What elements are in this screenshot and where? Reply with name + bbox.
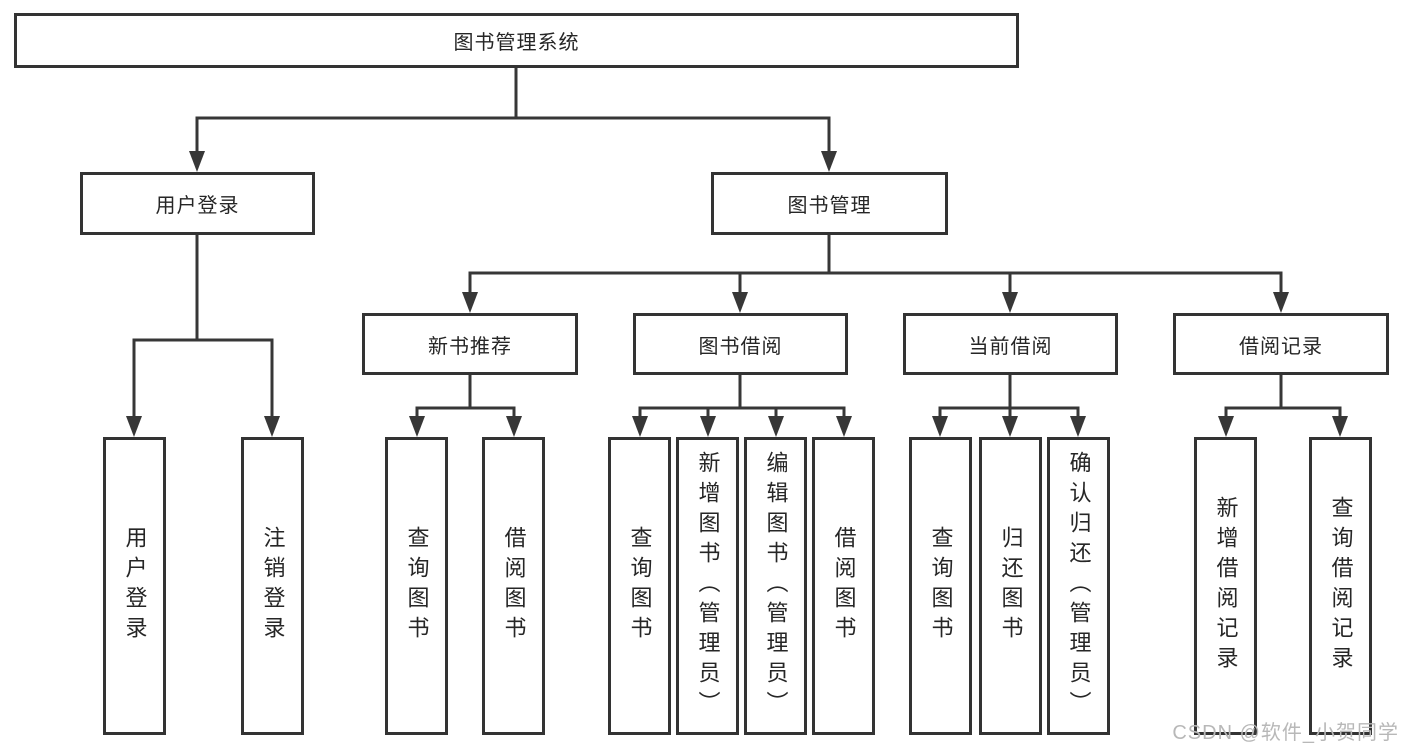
node-nbr-borrow-books: 借阅图书 [482,437,545,735]
node-bb-query-books: 查询图书 [608,437,671,735]
node-book-management-label: 图书管理 [787,195,872,217]
edge-current-borrowing-to-leaves [932,373,1086,437]
arrow-down-icon [1273,292,1289,313]
node-user-login-leaf: 用户登录 [103,437,166,735]
node-nbr-borrow-books-label: 借阅图书 [501,526,527,646]
arrow-down-icon [189,151,205,172]
edge-user-login-to-leaves [126,233,280,437]
arrow-down-icon [126,416,142,437]
arrow-down-icon [632,416,648,437]
node-root: 图书管理系统 [14,13,1019,68]
node-new-book-recommend-label: 新书推荐 [428,335,512,358]
node-nbr-query-books-label: 查询图书 [404,526,430,646]
node-book-management: 图书管理 [711,172,948,235]
node-logout: 注销登录 [241,437,304,735]
arrow-down-icon [1218,416,1234,437]
node-br-add-record: 新增借阅记录 [1194,437,1257,735]
arrow-down-icon [700,416,716,437]
node-br-query-record-label: 查询借阅记录 [1328,496,1354,676]
node-nbr-query-books: 查询图书 [385,437,448,735]
node-cb-query-books: 查询图书 [909,437,972,735]
node-bb-borrow-books-label: 借阅图书 [831,526,857,646]
watermark: CSDN @软件_小贺同学 [1172,722,1399,744]
node-current-borrowing: 当前借阅 [903,313,1118,375]
edge-book-management-to-level3 [462,233,1289,313]
node-bb-edit-books-admin: 编辑图书（管理员） [744,437,807,735]
node-bb-borrow-books: 借阅图书 [812,437,875,735]
node-user-login: 用户登录 [80,172,315,235]
node-bb-add-books-admin: 新增图书（管理员） [676,437,739,735]
node-user-login-leaf-label: 用户登录 [122,526,148,646]
arrow-down-icon [1070,416,1086,437]
node-root-label: 图书管理系统 [453,32,580,54]
edge-borrowing-records-to-leaves [1218,373,1348,437]
node-br-add-record-label: 新增借阅记录 [1213,496,1239,676]
node-borrowing-records: 借阅记录 [1173,313,1389,375]
node-current-borrowing-label: 当前借阅 [968,335,1053,358]
node-user-login-label: 用户登录 [155,195,240,217]
node-bb-query-books-label: 查询图书 [627,526,653,646]
node-cb-query-books-label: 查询图书 [928,526,954,646]
arrow-down-icon [409,416,425,437]
arrow-down-icon [1002,292,1018,313]
node-cb-confirm-return-admin-label: 确认归还（管理员） [1066,451,1092,721]
node-cb-return-books-label: 归还图书 [998,526,1024,646]
edge-root-to-level2 [189,66,837,172]
arrow-down-icon [821,151,837,172]
arrow-down-icon [732,292,748,313]
node-br-query-record: 查询借阅记录 [1309,437,1372,735]
node-borrowing-records-label: 借阅记录 [1239,335,1323,358]
node-new-book-recommend: 新书推荐 [362,313,578,375]
arrow-down-icon [836,416,852,437]
edge-book-borrowing-to-leaves [632,373,852,437]
arrow-down-icon [462,292,478,313]
node-cb-confirm-return-admin: 确认归还（管理员） [1047,437,1110,735]
arrow-down-icon [264,416,280,437]
arrow-down-icon [506,416,522,437]
node-bb-add-books-admin-label: 新增图书（管理员） [695,451,721,721]
node-book-borrowing-label: 图书借阅 [698,335,783,358]
edge-new-book-recommend-to-leaves [409,373,522,437]
arrow-down-icon [768,416,784,437]
node-logout-label: 注销登录 [260,526,286,646]
arrow-down-icon [1002,416,1018,437]
node-book-borrowing: 图书借阅 [633,313,848,375]
node-cb-return-books: 归还图书 [979,437,1042,735]
node-bb-edit-books-admin-label: 编辑图书（管理员） [763,451,789,721]
arrow-down-icon [932,416,948,437]
arrow-down-icon [1332,416,1348,437]
